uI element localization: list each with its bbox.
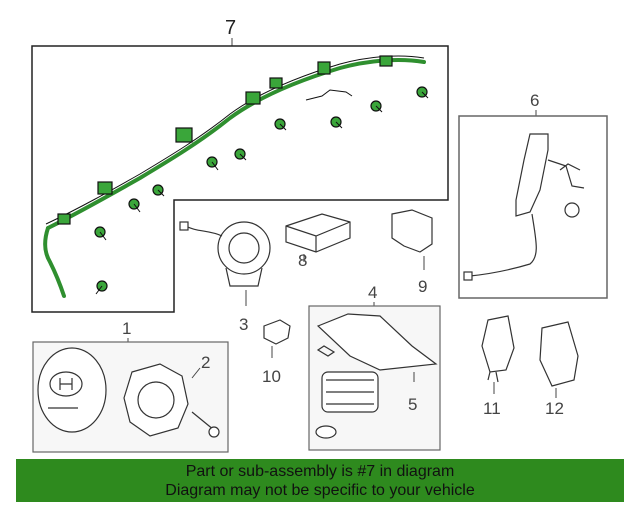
part-8-group[interactable]: 8: [285, 213, 351, 270]
part-6-group[interactable]: 6: [458, 91, 608, 299]
part-12-group[interactable]: 12: [539, 321, 579, 418]
airbag-harness: [469, 213, 537, 277]
bolt-icon: [191, 411, 215, 431]
connector-icon: [463, 271, 473, 281]
mount-tab: [97, 181, 113, 195]
passenger-airbag-lid: [316, 313, 438, 371]
part-9-group[interactable]: 9: [391, 209, 433, 296]
part-2-group[interactable]: 2: [123, 353, 220, 438]
callout-10: 10: [262, 367, 281, 386]
part-6-frame: [458, 115, 608, 299]
part-7-frame: [31, 45, 449, 313]
knee-airbag-cover: [539, 321, 579, 387]
banner-line-1: Part or sub-assembly is #7 in diagram: [185, 463, 455, 480]
callout-2: 2: [201, 353, 210, 372]
part-11-group[interactable]: 11: [481, 315, 515, 418]
sensor-bracket: [391, 209, 433, 253]
part-4-group[interactable]: 4: [308, 283, 441, 451]
side-airbag: [515, 133, 549, 217]
mount-tab: [269, 77, 283, 89]
callout-6: 6: [530, 91, 539, 110]
callout-5: 5: [408, 395, 417, 414]
bolt-icon: [94, 86, 429, 295]
srs-unit: [285, 213, 351, 253]
part-10-group[interactable]: 10: [262, 319, 291, 386]
part-7-group[interactable]: 7: [31, 17, 449, 313]
mount-tab: [379, 55, 393, 67]
callout-4: 4: [368, 283, 377, 302]
callout-7: 7: [225, 17, 236, 39]
nut-icon: [564, 202, 580, 218]
callout-8: 8: [298, 251, 307, 270]
mount-tab: [175, 127, 193, 143]
mount-tab: [57, 213, 71, 225]
curtain-airbag-tail: [43, 226, 66, 298]
banner-line-2: Diagram may not be specific to your vehi…: [165, 482, 475, 499]
info-banner: Part or sub-assembly is #7 in diagram Di…: [16, 459, 624, 502]
callout-12: 12: [545, 399, 564, 418]
impact-sensor: [263, 319, 291, 345]
mount-tab: [245, 91, 261, 105]
curtain-airbag: [46, 58, 426, 230]
callout-3: 3: [239, 315, 248, 334]
callout-11: 11: [483, 399, 501, 418]
mount-tab: [317, 61, 331, 75]
callout-9: 9: [418, 277, 427, 296]
callout-1: 1: [122, 319, 131, 338]
part-3-group[interactable]: 3: [179, 221, 271, 334]
knee-airbag-inflator: [481, 315, 515, 373]
part-5-group[interactable]: 5: [408, 372, 417, 414]
